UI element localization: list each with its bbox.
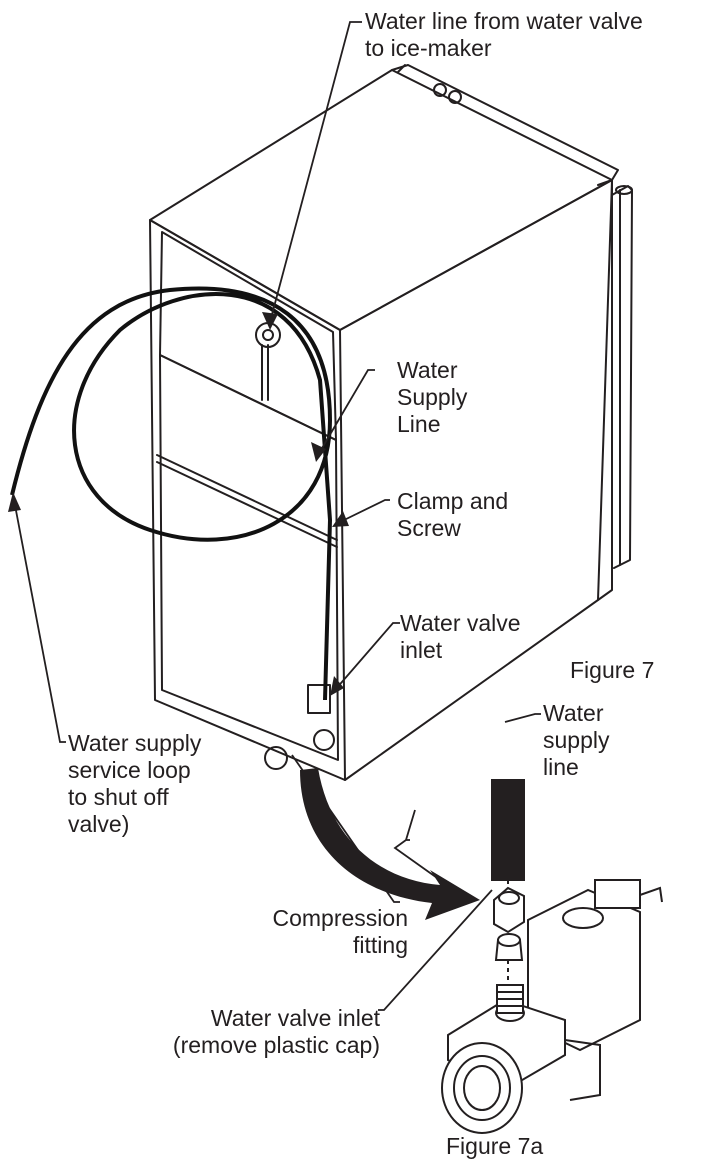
water-outlet-fitting <box>255 322 281 401</box>
cabinet-side-face <box>339 179 613 781</box>
caption-text: Figure 7 <box>570 657 655 683</box>
callout-text: Water <box>397 357 458 383</box>
callout-text: fitting <box>353 932 408 958</box>
callout-text: Compression <box>272 905 409 931</box>
ice-maker-cabinet <box>149 64 619 781</box>
callout-clamp-and-screw: Clamp and Screw <box>397 488 508 542</box>
callout-water-valve-inlet-lower: Water valve inlet (remove plastic cap) <box>160 1005 380 1059</box>
callout-water-valve-inlet-upper: Water valve inlet <box>400 610 521 664</box>
callout-compression-fitting: Compression fitting <box>248 905 409 959</box>
callout-text: to ice-maker <box>365 35 492 61</box>
compression-ferrule <box>494 933 524 961</box>
callout-text: Supply <box>397 384 468 410</box>
door-handle <box>611 185 633 569</box>
callout-text: to shut off <box>68 784 169 810</box>
callout-text: Water valve <box>400 610 521 636</box>
figure-7-caption: Figure 7 <box>570 657 654 684</box>
callout-text: service loop <box>68 757 191 783</box>
callout-water-supply-line-upper: Water Supply Line <box>397 357 467 438</box>
callout-water-supply-line-lower: Water supply line <box>543 700 609 781</box>
callout-text: line <box>543 754 579 780</box>
callout-text: inlet <box>400 637 443 663</box>
callout-water-line-to-icemaker: Water line from water valve to ice-maker <box>365 8 643 62</box>
compression-nut <box>493 886 525 934</box>
water-supply-service-loop <box>10 286 333 701</box>
callout-text: Water supply <box>68 730 202 756</box>
callout-service-loop: Water supply service loop to shut off va… <box>68 730 201 838</box>
supply-line-tube <box>491 779 525 881</box>
detail-arrow <box>300 768 480 920</box>
callout-text: Screw <box>397 515 461 541</box>
callout-text: supply <box>543 727 610 753</box>
water-valve-body <box>441 984 601 1134</box>
figure-7a-caption: Figure 7a <box>446 1133 543 1160</box>
callout-text: Water <box>543 700 604 726</box>
callout-text: Water valve inlet <box>210 1005 380 1031</box>
cabinet-door-edge <box>391 64 619 181</box>
callout-text: Clamp and <box>397 488 509 514</box>
callout-text: valve) <box>68 811 130 837</box>
caption-text: Figure 7a <box>446 1133 544 1159</box>
rear-water-valve <box>264 684 335 770</box>
callout-text: (remove plastic cap) <box>172 1032 380 1058</box>
callout-text: Line <box>397 411 441 437</box>
water-valve-solenoid <box>527 879 663 1052</box>
callout-text: Water line from water valve <box>365 8 643 34</box>
